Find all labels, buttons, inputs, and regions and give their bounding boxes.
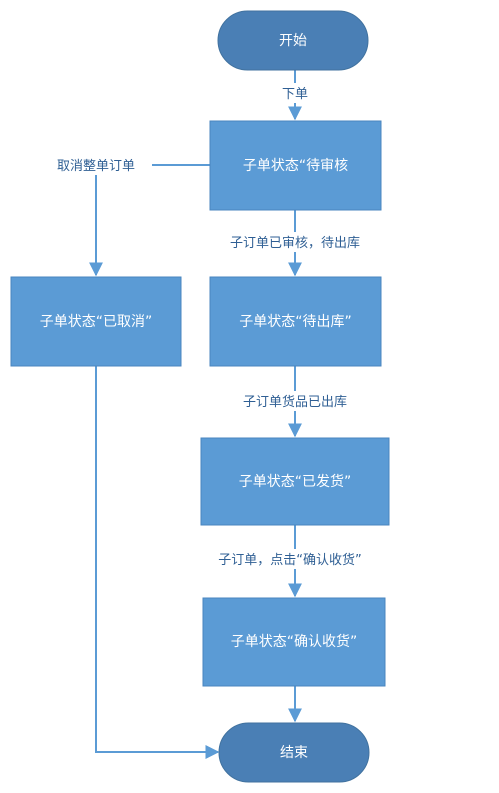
node-confirmed-receipt: 子单状态“确认收货”: [202, 597, 386, 687]
edge-review-to-cancelled: [89, 164, 210, 277]
label-cancel-whole-order: 取消整单订单: [57, 159, 135, 174]
node-confirmed-receipt-label: 子单状态“确认收货”: [231, 633, 358, 650]
label-goods-shipped: 子订单货品已出库: [243, 394, 347, 410]
node-end: 结束: [218, 722, 370, 783]
node-cancelled-label: 子单状态“已取消”: [40, 314, 153, 330]
node-pending-shipment-label: 子单状态“待出库”: [239, 314, 352, 330]
node-shipped: 子单状态“已发货”: [200, 437, 390, 526]
node-shipped-label: 子单状态“已发货”: [239, 473, 352, 490]
label-place-order: 下单: [282, 87, 308, 102]
edge-labels: 下单 取消整单订单 子订单已审核，待出库 子订单货品已出库 子订单，点击“确认收…: [57, 87, 362, 568]
node-end-label: 结束: [280, 745, 308, 761]
node-start: 开始: [217, 10, 369, 71]
node-pending-review-label: 子单状态“待审核: [243, 158, 348, 174]
label-reviewed-pending-shipment: 子订单已审核，待出库: [230, 235, 360, 251]
edge-cancelled-to-end: [95, 366, 220, 759]
node-cancelled: 子单状态“已取消”: [10, 276, 182, 367]
node-start-label: 开始: [279, 33, 307, 49]
edge-label-backgrounds: [40, 83, 390, 569]
node-pending-review: 子单状态“待审核: [209, 120, 382, 211]
node-pending-shipment: 子单状态“待出库”: [209, 276, 382, 367]
label-click-confirm-receipt: 子订单，点击“确认收货”: [218, 552, 361, 568]
